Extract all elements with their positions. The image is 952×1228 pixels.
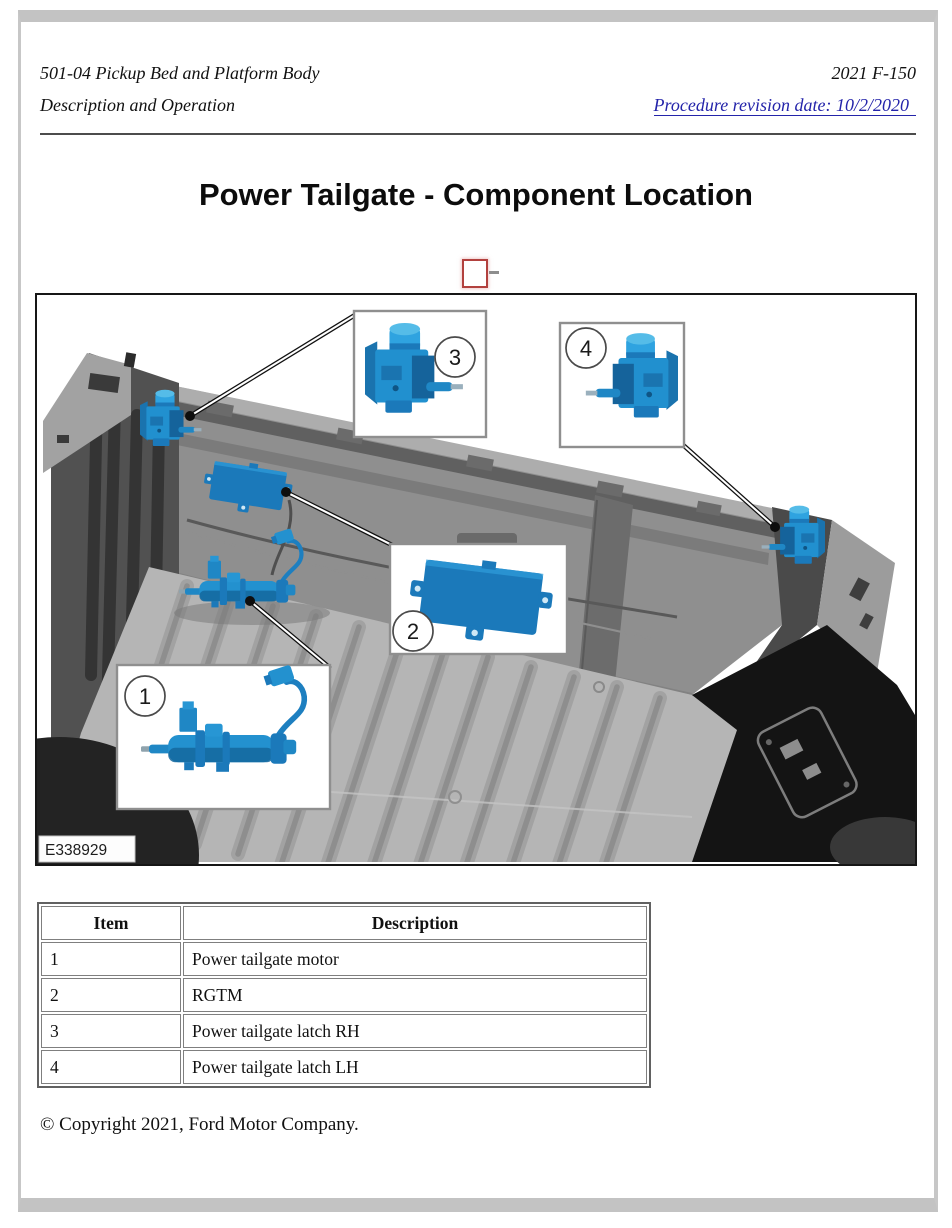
header-vehicle: 2021 F-150 [831, 63, 917, 83]
figure-id: E338929 [38, 835, 136, 863]
copyright-notice: © Copyright 2021, Ford Motor Company. [40, 1114, 359, 1135]
page-title: Power Tailgate - Component Location [198, 177, 753, 212]
truck-bed-illustration: 1 2 3 4 E338929 [0, 309, 940, 973]
table-row: 4 Power tailgate latch LH [41, 1050, 647, 1084]
callout-boxes [115, 309, 686, 811]
bed-right-side [692, 507, 940, 877]
callout-number-4: 4 [580, 336, 592, 361]
description-cell: RGTM [183, 978, 647, 1012]
callout-number-3: 3 [449, 345, 461, 370]
description-cell: Power tailgate latch RH [183, 1014, 647, 1048]
item-cell: 3 [41, 1014, 181, 1048]
header-divider [40, 133, 916, 135]
table-header-item: Item [41, 906, 181, 940]
broken-image-placeholder-icon [462, 259, 488, 288]
header-subsection: Description and Operation [40, 95, 235, 115]
description-cell: Power tailgate motor [183, 942, 647, 976]
table-header-description: Description [183, 906, 647, 940]
callout-numbers: 1 2 3 4 [124, 327, 607, 717]
table-row: 3 Power tailgate latch RH [41, 1014, 647, 1048]
procedure-revision-link[interactable]: Procedure revision date: 10/2/2020 [653, 95, 916, 116]
figure-label: E338929 [45, 842, 107, 859]
component-table: Item Description 1 Power tailgate motor … [37, 902, 651, 1088]
table-row: 2 RGTM [41, 978, 647, 1012]
item-cell: 4 [41, 1050, 181, 1084]
header-section: 501-04 Pickup Bed and Platform Body [40, 63, 320, 83]
table-header-row: Item Description [41, 906, 647, 940]
component-location-figure: 1 2 3 4 E338929 [0, 293, 940, 973]
item-cell: 2 [41, 978, 181, 1012]
callout-number-1: 1 [139, 684, 151, 709]
description-cell: Power tailgate latch LH [183, 1050, 647, 1084]
item-cell: 1 [41, 942, 181, 976]
table-row: 1 Power tailgate motor [41, 942, 647, 976]
broken-image-dash [489, 271, 499, 274]
callout-number-2: 2 [407, 619, 419, 644]
leader-lines [185, 312, 780, 670]
